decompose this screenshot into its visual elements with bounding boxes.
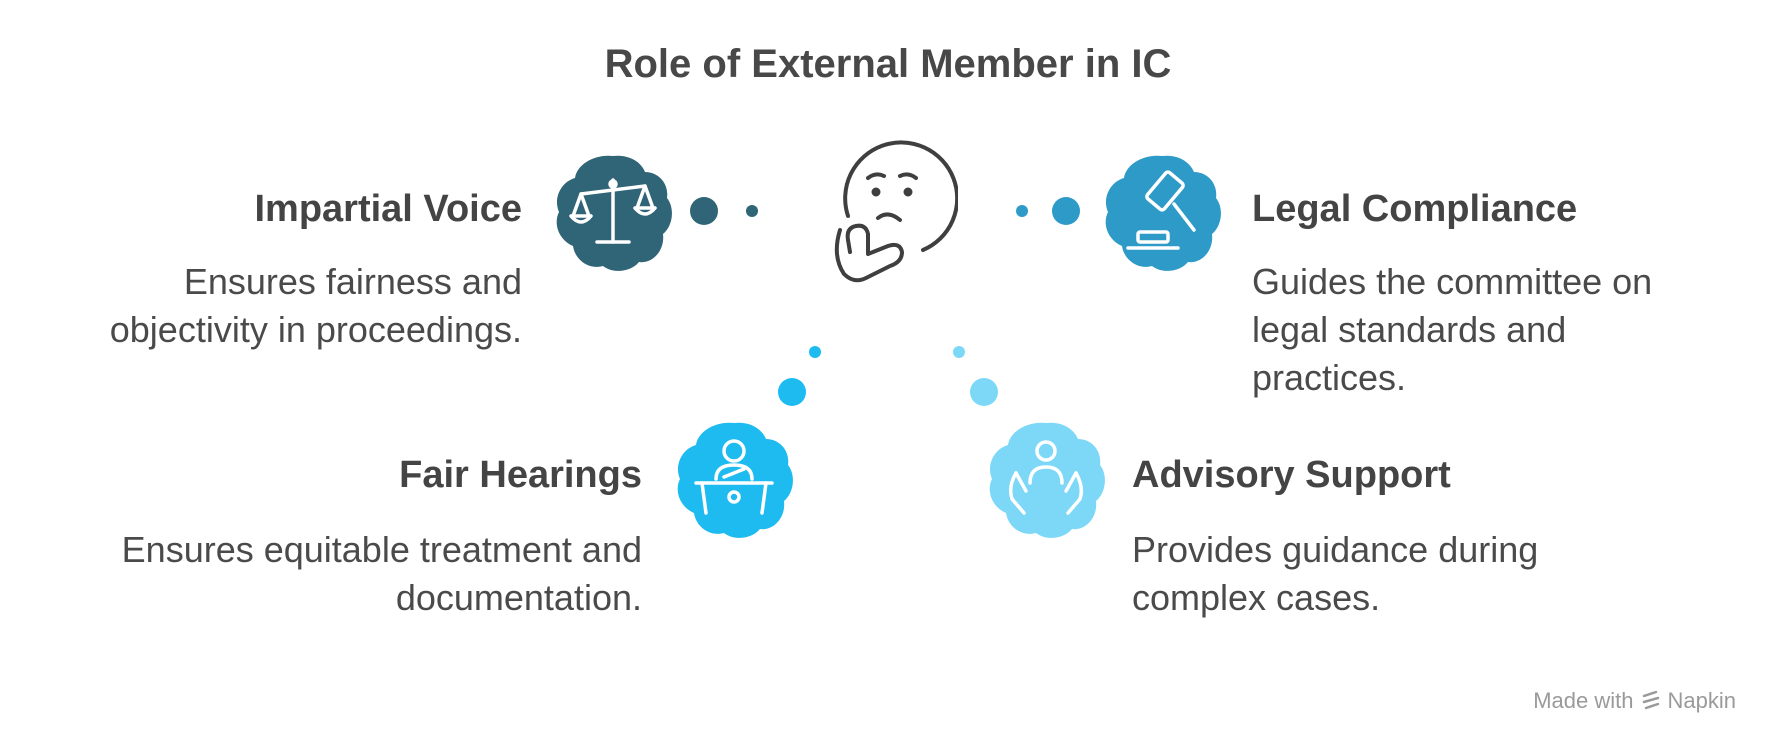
connector-dot — [1052, 197, 1080, 225]
made-with-napkin-footer: Made with Napkin — [1533, 688, 1736, 714]
connector-dot — [746, 205, 758, 217]
fair-hearings-heading: Fair Hearings — [399, 454, 642, 496]
advisory-support-heading: Advisory Support — [1132, 454, 1451, 496]
helping-hands-icon — [989, 422, 1105, 538]
napkin-brand-label: Napkin — [1667, 688, 1736, 713]
thinking-face-icon — [834, 140, 958, 283]
connector-dot — [690, 197, 718, 225]
fair-hearings-description: Ensures equitable treatment and document… — [121, 529, 642, 618]
advisory-support-description: Provides guidance during complex cases. — [1132, 529, 1539, 618]
diagram-title: Role of External Member in IC — [604, 42, 1172, 86]
legal-compliance-description: Guides the committee on legal standards … — [1252, 261, 1653, 398]
connector-dot — [970, 378, 998, 406]
judge-desk-icon — [677, 422, 793, 538]
connector-dot — [1016, 205, 1028, 217]
impartial-voice-description: Ensures fairness and objectivity in proc… — [109, 261, 522, 350]
connector-dot — [778, 378, 806, 406]
connector-dot — [953, 346, 965, 358]
connector-dot — [809, 346, 821, 358]
impartial-voice-heading: Impartial Voice — [254, 188, 522, 230]
legal-compliance-heading: Legal Compliance — [1252, 188, 1578, 230]
scales-icon — [556, 155, 672, 271]
gavel-icon — [1105, 155, 1221, 271]
napkin-logo-icon — [1642, 690, 1659, 710]
made-with-label: Made with — [1533, 688, 1634, 713]
